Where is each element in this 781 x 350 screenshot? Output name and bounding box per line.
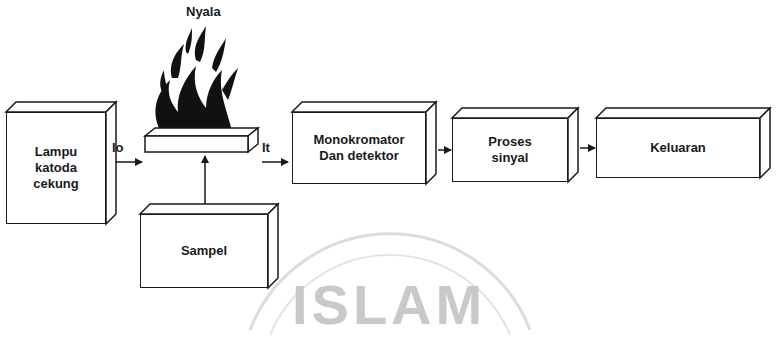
flame [155, 26, 238, 130]
box-label: Monokromator Dan detektor [305, 132, 413, 165]
sample-box: Sampel [140, 214, 268, 288]
box-side-face [568, 108, 578, 182]
flame-label: Nyala [186, 4, 221, 19]
box-top-face [292, 102, 436, 112]
text-column: Proses sinyal [474, 134, 546, 167]
box-top-face [6, 102, 116, 112]
lamp-box: Lampu katoda cekung [6, 112, 106, 224]
monochromator-box: Monokromator Dan detektor [292, 112, 426, 184]
box-side-face [760, 108, 770, 178]
text-column: Lampu katoda cekung [23, 144, 89, 193]
burner-top [145, 128, 258, 136]
box-depth [6, 102, 770, 288]
light-arrow [262, 161, 288, 163]
text-column: Monokromator Dan detektor [305, 132, 413, 165]
box-label: Lampu katoda cekung [23, 144, 89, 193]
box-side-face [426, 102, 436, 184]
watermark: ISLAM [292, 272, 486, 337]
box-side-face [268, 204, 278, 288]
box-top-face [596, 108, 770, 118]
intensity-label: It [262, 140, 270, 155]
text-column: Keluaran [650, 140, 706, 156]
output-box: Keluaran [596, 118, 760, 178]
box-label: Proses sinyal [474, 134, 546, 167]
intensity-label: Io [112, 140, 124, 155]
burner-front [145, 136, 248, 152]
flow-arrow [580, 147, 595, 149]
process-box: Proses sinyal [452, 118, 568, 182]
box-top-face [140, 204, 278, 214]
light-arrow [116, 161, 142, 163]
burner-side [248, 128, 258, 152]
flow-arrow [438, 149, 451, 151]
box-top-face [452, 108, 578, 118]
text-column: Sampel [181, 243, 227, 259]
box-label: Sampel [181, 243, 227, 259]
box-side-face [106, 102, 116, 224]
box-label: Keluaran [650, 140, 706, 156]
